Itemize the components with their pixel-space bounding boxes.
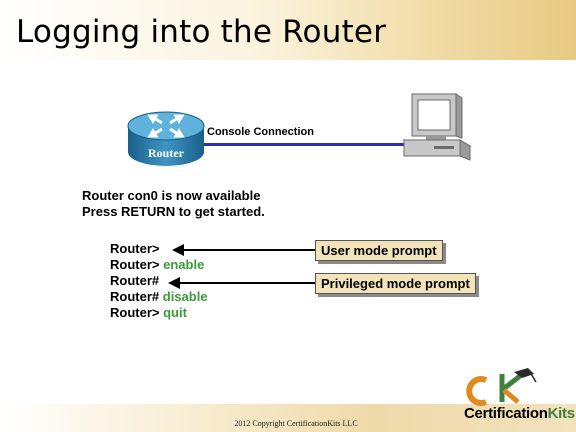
footer-band (0, 404, 576, 432)
status-line: Press RETURN to get started. (82, 204, 265, 219)
slide-title: Logging into the Router (16, 14, 387, 50)
user-mode-arrow (172, 244, 316, 256)
command-line: Router> (110, 241, 208, 257)
command-line: Router# disable (110, 289, 208, 305)
command-list: Router> Router> enable Router# Router# d… (110, 241, 208, 321)
command-argument: enable (163, 257, 205, 272)
console-connection-label: Console Connection (207, 126, 314, 138)
certificationkits-logo-icon (466, 368, 537, 406)
command-prompt: Router# (110, 273, 160, 288)
command-prompt: Router> (110, 257, 160, 272)
logo-wordmark-part1: Certification (464, 405, 548, 422)
console-status-text: Router con0 is now available Press RETUR… (82, 188, 265, 220)
user-mode-callout: User mode prompt (315, 240, 443, 261)
privileged-mode-callout: Privileged mode prompt (315, 273, 476, 294)
copyright-text: 2012 Copyright CertificationKits LLC (234, 419, 358, 428)
command-line: Router# (110, 273, 208, 289)
computer-device (400, 92, 472, 166)
command-prompt: Router> (110, 241, 160, 256)
command-prompt: Router# (110, 289, 160, 304)
router-device: Router (126, 100, 206, 172)
command-argument: disable (162, 289, 208, 304)
command-prompt: Router> (110, 305, 160, 320)
computer-icon (402, 93, 472, 161)
console-connection-line (204, 143, 404, 146)
privileged-mode-arrow (168, 277, 316, 289)
logo-wordmark-part2: Kits (547, 405, 575, 422)
logo-wordmark: CertificationKits (464, 405, 575, 422)
router-label: Router (148, 146, 184, 160)
command-argument: quit (163, 305, 187, 320)
command-line: Router> enable (110, 257, 208, 273)
router-icon (127, 111, 205, 166)
title-band (0, 0, 576, 60)
command-line: Router> quit (110, 305, 208, 321)
status-line: Router con0 is now available (82, 188, 261, 203)
